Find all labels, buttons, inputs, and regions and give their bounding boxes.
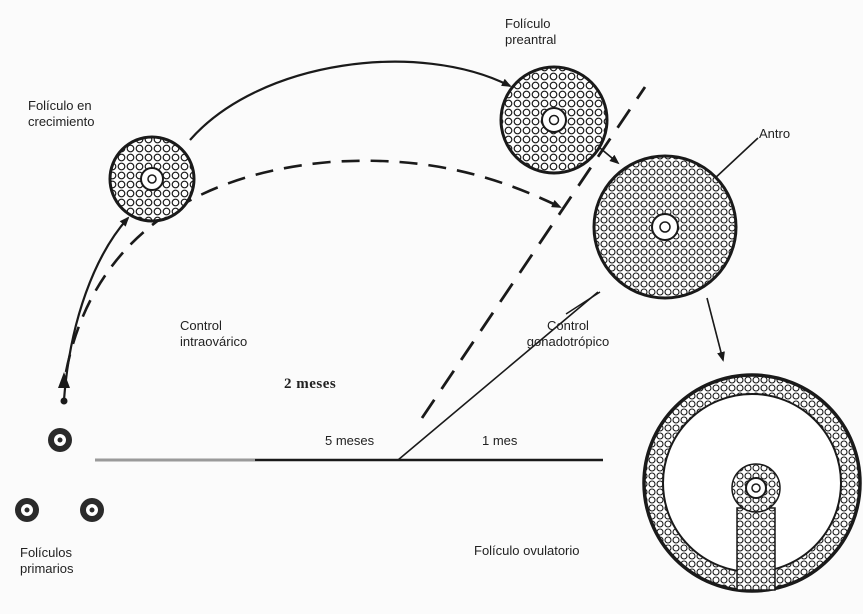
preantral-follicle-icon — [501, 67, 607, 173]
arrow-preantral-to-antral — [600, 148, 618, 163]
gonadotropic-pointer-line — [566, 292, 600, 314]
five-months-label: 5 meses — [325, 433, 374, 449]
antral-follicle-icon — [594, 156, 736, 298]
arrow-antral-to-ovulatory — [707, 298, 723, 360]
dashed-arc-start-arrowhead — [58, 372, 70, 388]
arc-origin-dot — [61, 398, 68, 405]
growing-follicle-label: Folículo en crecimiento — [28, 98, 94, 130]
primary-follicle-icon — [15, 498, 39, 522]
antrum-label: Antro — [759, 126, 790, 142]
arc-growing-to-preantral — [190, 62, 510, 140]
ovulatory-follicle-icon — [644, 375, 860, 591]
primary-follicle-icon — [80, 498, 104, 522]
two-months-label: 2 meses — [284, 376, 336, 392]
intraovarian-control-label: Control intraovárico — [180, 318, 247, 350]
preantral-follicle-label: Folículo preantral — [505, 16, 556, 48]
one-month-label: 1 mes — [482, 433, 517, 449]
primary-follicles-label: Folículos primarios — [20, 545, 73, 577]
gonadotropic-control-label: Control gonadotrópico — [512, 318, 624, 350]
ovulatory-follicle-label: Folículo ovulatorio — [474, 543, 580, 559]
primary-follicle-icon — [48, 428, 72, 452]
growing-follicle-icon — [110, 137, 194, 221]
arc-primary-to-growing — [64, 218, 128, 400]
